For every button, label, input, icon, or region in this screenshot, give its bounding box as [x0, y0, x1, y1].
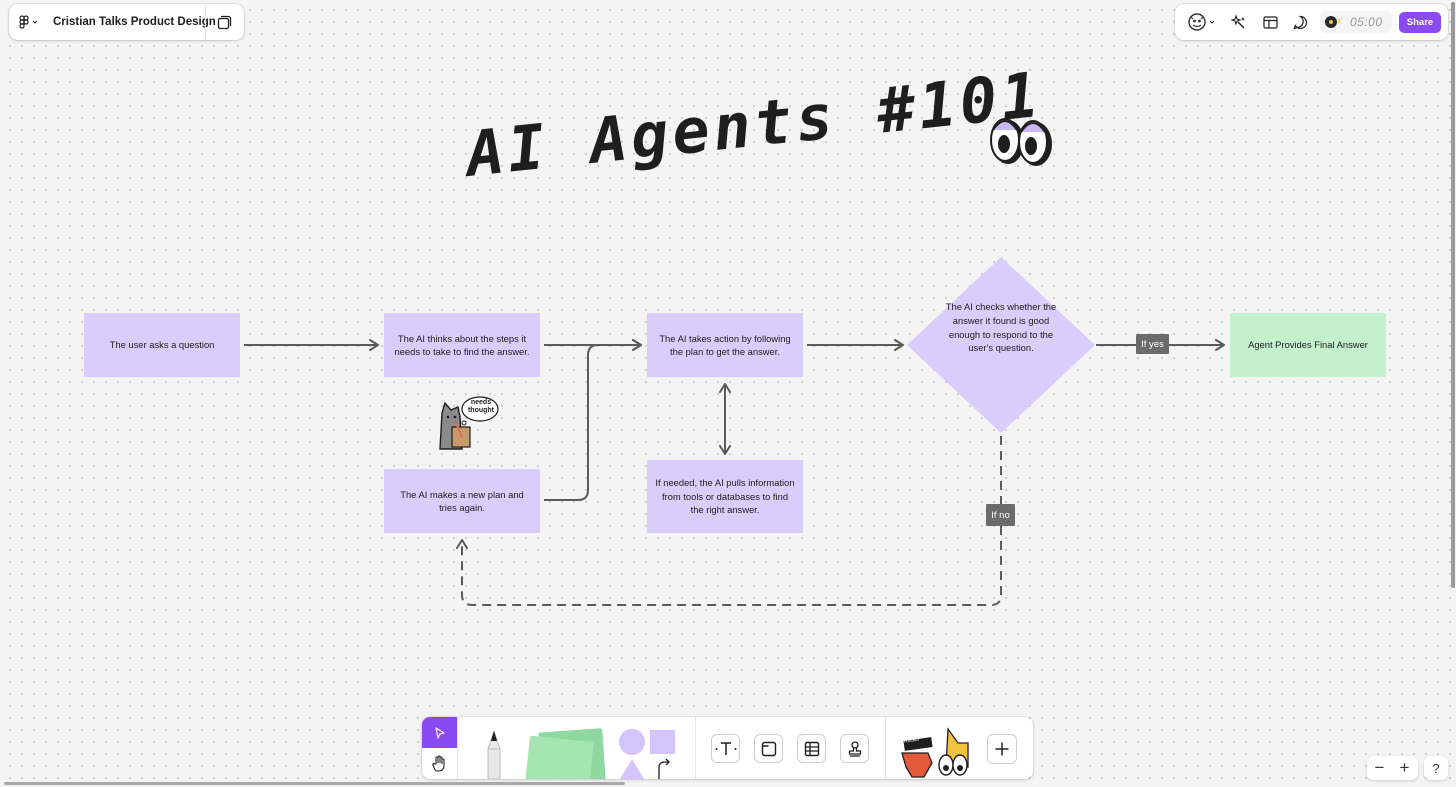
decision-text: The AI checks whether the answer it foun… [945, 301, 1057, 354]
zoom-in-button[interactable]: + [1399, 758, 1410, 777]
move-tool-button[interactable] [422, 717, 457, 748]
table-icon [804, 741, 819, 756]
cursor-icon [434, 726, 445, 739]
needs-thought-sticker[interactable]: needs thought [436, 395, 502, 451]
section-icon [761, 741, 776, 756]
box-pulls-info[interactable]: If needed, the AI pulls information from… [647, 460, 803, 533]
text-tool-button[interactable] [711, 734, 740, 763]
marker-tool-button[interactable] [474, 727, 514, 779]
decision-diamond[interactable] [907, 257, 1095, 433]
divider [695, 717, 696, 779]
shapes-tool-button[interactable] [616, 727, 678, 779]
text-icon [715, 741, 736, 755]
ai-sparkle-icon [1231, 14, 1245, 29]
chevron-down-icon [1209, 20, 1214, 24]
zoom-out-button[interactable]: − [1374, 758, 1385, 777]
file-panel: Cristian Talks Product Design [9, 4, 244, 40]
multiplayer-avatar-button[interactable] [1181, 4, 1221, 40]
stamp-tool-button[interactable] [840, 734, 869, 763]
chevron-down-icon [32, 20, 37, 24]
layout-icon [1262, 15, 1278, 29]
divider [457, 717, 458, 779]
box-final-answer[interactable]: Agent Provides Final Answer [1230, 313, 1386, 377]
box-user-question[interactable]: The user asks a question [84, 313, 240, 377]
comment-button[interactable] [1286, 4, 1314, 40]
connector-newplan-to-action [544, 339, 642, 501]
help-button[interactable]: ? [1424, 756, 1448, 780]
connector-check-to-newplan [456, 436, 1002, 606]
stamp-icon [848, 740, 861, 757]
stickers-button[interactable] [898, 723, 980, 779]
box-ai-thinks[interactable]: The AI thinks about the steps it needs t… [384, 313, 540, 377]
file-name[interactable]: Cristian Talks Product Design [53, 16, 216, 28]
vertical-scrollbar[interactable] [1451, 2, 1455, 588]
hand-tool-button[interactable] [422, 748, 457, 779]
hand-icon [432, 755, 445, 772]
timer-icon [1325, 16, 1343, 28]
share-button[interactable]: Share [1399, 12, 1441, 33]
pages-button[interactable] [206, 4, 242, 40]
table-tool-button[interactable] [797, 734, 826, 763]
sticky-note-tool-button[interactable] [522, 727, 610, 779]
horizontal-scrollbar[interactable] [4, 782, 625, 785]
comment-icon [1292, 15, 1307, 29]
more-tools-button[interactable] [987, 734, 1017, 764]
layout-button[interactable] [1256, 4, 1284, 40]
label-if-no[interactable]: If no [986, 504, 1015, 526]
label-if-yes[interactable]: If yes [1136, 334, 1169, 354]
timer-value: 05:00 [1350, 15, 1383, 29]
section-tool-button[interactable] [754, 734, 783, 763]
pages-icon [217, 15, 231, 29]
plus-icon [995, 742, 1009, 756]
connector-tool-button[interactable] [656, 757, 672, 779]
zoom-controls: − + [1367, 756, 1418, 780]
divider [885, 717, 886, 779]
sticker-text: needs thought [467, 399, 495, 414]
eyes-sticker[interactable] [986, 110, 1056, 170]
top-right-toolbar: 05:00 Share [1175, 4, 1448, 40]
main-menu-button[interactable] [9, 4, 47, 40]
ai-actions-button[interactable] [1225, 4, 1253, 40]
cat-sticker-icon [439, 396, 499, 450]
avatar-icon [1187, 13, 1206, 31]
box-new-plan[interactable]: The AI makes a new plan and tries again. [384, 469, 540, 533]
bottom-toolbar: Rockin' [422, 717, 1033, 779]
divider [205, 4, 206, 40]
box-ai-takes-action[interactable]: The AI takes action by following the pla… [647, 313, 803, 377]
timer-widget[interactable]: 05:00 [1320, 11, 1392, 33]
figma-logo-icon [18, 15, 29, 29]
